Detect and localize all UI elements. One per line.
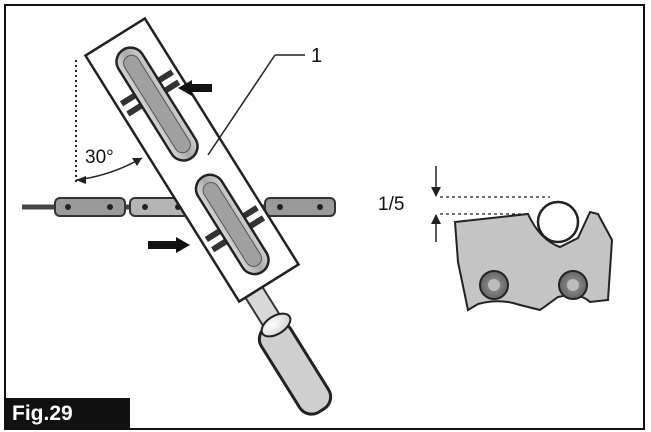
cutter-tooth-icon [453,200,614,312]
angle-indicator [75,60,143,185]
part-callout-label: 1 [311,45,322,67]
file-guide-plate-icon [83,16,301,304]
saw-chain-icon [22,197,336,217]
part-callout-leader [207,54,305,156]
depth-gauge-dimension-icon [431,166,550,242]
press-arrow-upper-icon [178,80,212,96]
press-arrow-lower-icon [148,237,190,253]
figure-label: Fig.29 [4,398,130,430]
angle-label: 30° [85,147,114,168]
depth-ratio-label: 1/5 [378,194,404,215]
